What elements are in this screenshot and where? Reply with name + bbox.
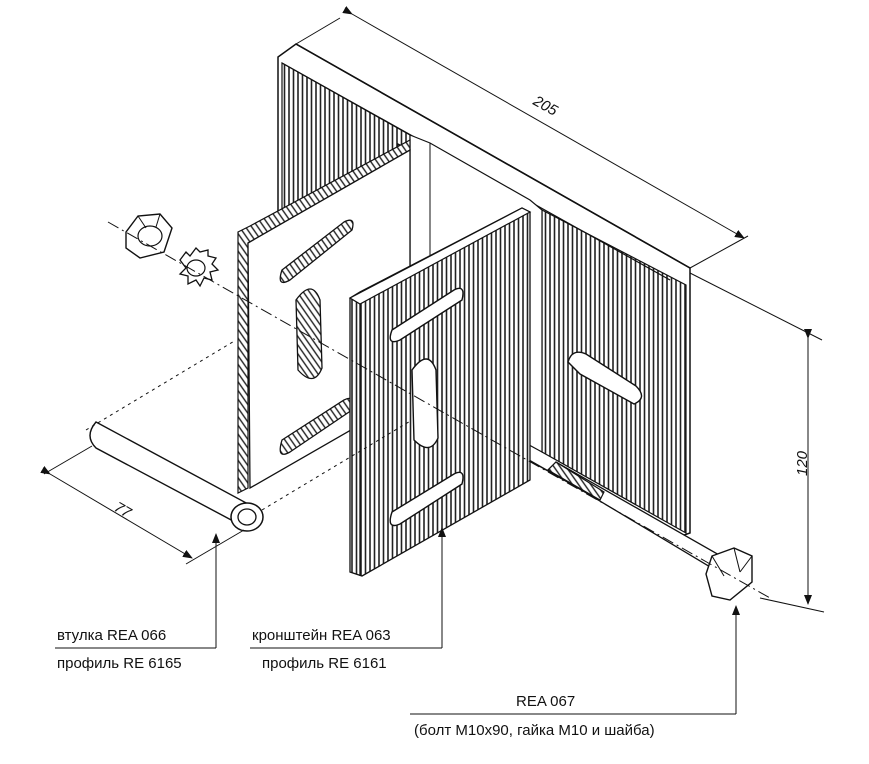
leaders <box>55 527 740 715</box>
bolt-part-label: REA 067 <box>516 693 575 710</box>
sleeve-profile-label: профиль RE 6165 <box>57 655 182 672</box>
bolt-thread <box>547 461 605 501</box>
bolt-desc-label: (болт M10x90, гайка M10 и шайба) <box>414 722 655 739</box>
bolt <box>546 461 753 601</box>
front-slot-upper <box>389 287 464 343</box>
back-slot-right <box>567 351 643 405</box>
dim-length-label: 205 <box>529 92 561 120</box>
dim-height-label: 120 <box>794 450 811 476</box>
axis-lines <box>85 221 771 599</box>
bracket-part-label: кронштейн REA 063 <box>252 627 391 644</box>
sleeve-part-label: втулка REA 066 <box>57 627 166 644</box>
slot-vertical <box>295 288 323 380</box>
lock-washer <box>178 247 220 288</box>
dimension-205 <box>295 6 749 269</box>
front-slot-lower <box>389 471 464 527</box>
bracket-profile-label: профиль RE 6161 <box>262 655 387 672</box>
dimension-120 <box>689 272 825 613</box>
bolt-head <box>705 547 753 601</box>
dimension-77 <box>40 445 245 565</box>
dim-sleeve-label: 77 <box>111 499 135 522</box>
nut <box>125 213 173 259</box>
front-slot-vertical <box>411 358 439 449</box>
